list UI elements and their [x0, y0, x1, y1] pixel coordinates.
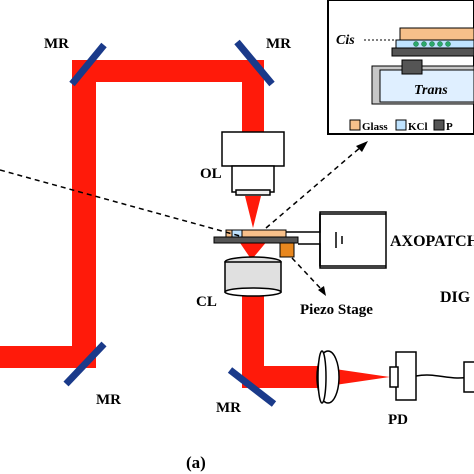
- label-objective-lens: OL: [200, 166, 222, 182]
- inset-label-cis: Cis: [336, 33, 355, 48]
- electrode-wires: [286, 211, 387, 269]
- label-mr-bottom-left: MR: [96, 392, 121, 408]
- inset-label-trans: Trans: [414, 83, 448, 98]
- label-axopatch: AXOPATCH: [390, 233, 474, 250]
- mirrors: [63, 39, 277, 407]
- label-mr-bottom-right: MR: [216, 400, 241, 416]
- mirror-top-right: [234, 39, 275, 87]
- sample-chip: [213, 229, 299, 258]
- mirror-top-left: [69, 42, 107, 87]
- mirror-bottom-right: [227, 367, 277, 407]
- photodiode: [389, 351, 474, 401]
- arrow-heads: [318, 141, 368, 296]
- inset-panel: [327, 0, 474, 135]
- focusing-lens: [316, 350, 340, 404]
- inset-legend-glass: Glass: [362, 121, 388, 133]
- label-mr-top-left: MR: [44, 36, 69, 52]
- objective-lens: [221, 131, 285, 196]
- label-mr-top-right: MR: [266, 36, 291, 52]
- inset-legend-kcl: KCl: [408, 121, 428, 133]
- laser-beam: [0, 60, 390, 388]
- label-piezo-stage: Piezo Stage: [300, 302, 373, 318]
- label-condenser-lens: CL: [196, 294, 217, 310]
- label-photodiode: PD: [388, 412, 408, 428]
- label-digitizer: DIG: [440, 289, 471, 306]
- mirror-bottom-left: [63, 341, 107, 387]
- figure-caption: (a): [186, 453, 206, 472]
- inset-particles: [413, 41, 451, 47]
- dashed-pointers: [0, 145, 363, 291]
- condenser-lens: [224, 256, 282, 297]
- inset-legend-p: P: [446, 121, 453, 133]
